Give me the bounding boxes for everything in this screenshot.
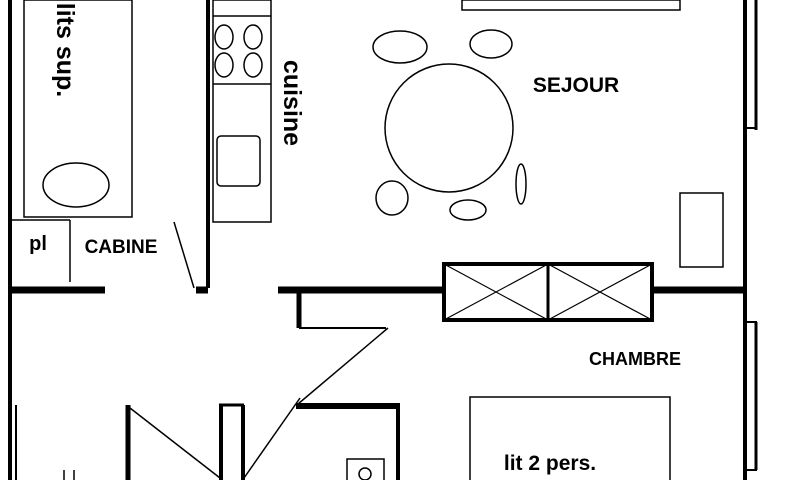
label-sejour: SEJOUR [533,74,619,97]
chair-2 [469,29,513,59]
washbasin [346,458,385,485]
chair-5 [515,163,527,205]
lits-sup-bed [23,0,133,218]
label-lits-sup: lits sup. [51,3,79,97]
burner-2 [243,24,263,50]
burner-4 [243,52,263,78]
label-lit-2-pers: lit 2 pers. [504,452,596,475]
wardrobe [442,262,654,322]
label-cabine: CABINE [85,237,158,258]
dining-table [384,63,514,193]
kitchen-sink [216,135,261,187]
sejour-cabinet [679,192,724,268]
walls [8,0,758,480]
sejour-furniture [372,0,724,268]
chair-4 [449,199,487,221]
chair-3 [375,180,409,216]
doors [129,221,389,479]
chair-1 [372,30,428,64]
label-pl: pl [29,233,47,255]
radiator-marks [63,470,75,480]
cabine-partition [10,219,71,282]
burner-3 [214,52,234,78]
label-cuisine: cuisine [278,60,306,146]
burner-1 [214,24,234,50]
kitchen-counter [212,0,272,223]
label-chambre: CHAMBRE [589,349,681,369]
double-bed [469,396,671,485]
